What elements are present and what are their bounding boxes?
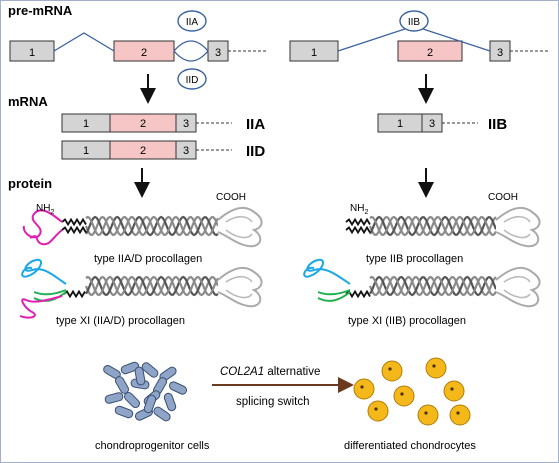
telopeptide xyxy=(345,225,371,235)
n-propeptide xyxy=(21,258,67,285)
exon-2-label: 2 xyxy=(140,118,146,130)
nh2-label-right: NH2 xyxy=(350,203,368,216)
c-propeptide xyxy=(217,206,263,248)
exon-2-label: 2 xyxy=(140,145,146,157)
section-protein: protein xyxy=(8,176,52,191)
cell-icon xyxy=(381,360,403,382)
cell-icon xyxy=(168,381,188,395)
nucleus xyxy=(432,364,436,368)
cooh-label-left: COOH xyxy=(216,192,246,203)
c-propeptide xyxy=(495,266,541,308)
splice-2-3-top xyxy=(173,40,209,52)
mrna-label-iia: IIA xyxy=(246,116,265,133)
exon-3-label: 3 xyxy=(497,47,503,59)
n-propeptide xyxy=(303,258,351,285)
n-propeptide xyxy=(22,209,63,246)
right-pre-mrna: 1 2 3 IIB xyxy=(289,10,550,62)
section-pre-mrna: pre-mRNA xyxy=(8,3,73,18)
cell-icon xyxy=(393,385,415,407)
left-mrna-iia: 1 2 3 IIA xyxy=(61,113,265,133)
nucleus xyxy=(424,411,428,415)
exon-3-label: 3 xyxy=(183,118,189,130)
exon-1-label: 1 xyxy=(29,47,35,59)
left-pre-mrna: 1 2 3 IIA IID xyxy=(9,10,268,90)
mrna-label-iid: IID xyxy=(246,143,265,160)
cell-icon xyxy=(449,404,471,426)
cell-icon xyxy=(104,392,124,404)
collagen-helix-icon xyxy=(84,215,220,237)
c-propeptide xyxy=(217,266,263,308)
bubble-iia-label: IIA xyxy=(186,17,199,28)
cell-icon xyxy=(114,405,134,419)
cell-icon xyxy=(353,378,375,400)
nucleus xyxy=(456,411,460,415)
right-mrna-iib: 1 3 IIB xyxy=(377,113,507,133)
nucleus xyxy=(450,387,454,391)
bubble-iia xyxy=(177,10,207,32)
protein-left-bottom: type XI (IIA/D) procollagen xyxy=(56,315,185,327)
protein-right-bottom: type XI (IIB) procollagen xyxy=(348,315,466,327)
switch-line2: splicing switch xyxy=(236,396,310,408)
cell-icon xyxy=(443,380,465,402)
nucleus xyxy=(400,392,404,396)
exon-1-label: 1 xyxy=(83,118,89,130)
exon-1-label: 1 xyxy=(311,47,317,59)
cell-icon xyxy=(367,400,389,422)
bubble-iid-label: IID xyxy=(186,75,199,86)
cell-icon xyxy=(134,366,146,386)
n-propeptide xyxy=(33,289,67,302)
telopeptide xyxy=(63,289,86,299)
splice-2-3-bottom xyxy=(173,50,209,62)
nucleus xyxy=(374,407,378,411)
exon-1-label: 1 xyxy=(83,145,89,157)
collagen-helix-icon xyxy=(84,275,220,297)
protein-layer xyxy=(19,206,541,319)
cell-icon xyxy=(153,406,171,422)
splice-1-2 xyxy=(53,32,115,52)
collagen-helix-icon xyxy=(368,275,498,297)
telopeptide xyxy=(61,217,87,227)
cooh-label-right: COOH xyxy=(488,192,518,203)
differentiated-chondrocytes xyxy=(353,357,471,426)
n-propeptide xyxy=(19,295,63,319)
bubble-iib-label: IIB xyxy=(408,17,421,28)
protein-left-top: type IIA/D procollagen xyxy=(94,253,202,265)
label-chondrocytes: differentiated chondrocytes xyxy=(344,440,476,452)
bubble-iid xyxy=(177,68,207,90)
cell-icon xyxy=(163,392,177,412)
exon-3-label: 3 xyxy=(215,47,221,59)
cell-icon xyxy=(141,362,159,378)
left-mrna-iid: 1 2 3 IID xyxy=(61,140,265,160)
telopeptide xyxy=(345,217,371,227)
nucleus xyxy=(360,385,364,389)
nh2-label-left: NH2 xyxy=(36,203,54,216)
exon-2-label: 2 xyxy=(141,47,147,59)
switch-line1: COL2A1 alternative xyxy=(220,366,320,378)
cell-icon xyxy=(417,404,439,426)
cell-icon xyxy=(120,361,140,375)
chondroprogenitor-cells xyxy=(103,361,188,422)
n-propeptide xyxy=(317,289,351,302)
cell-icon xyxy=(115,376,129,394)
telopeptide xyxy=(61,225,87,235)
cell-icon xyxy=(143,394,157,414)
mrna-label-iib: IIB xyxy=(488,116,507,133)
nucleus xyxy=(388,367,392,371)
exon-2 xyxy=(397,40,463,62)
cell-icon xyxy=(123,391,141,409)
protein-right-top: type IIB procollagen xyxy=(366,253,463,265)
exon-3-label: 3 xyxy=(183,145,189,157)
exon-3-label: 3 xyxy=(429,118,435,130)
exon-2-label: 2 xyxy=(427,47,433,59)
section-mrna: mRNA xyxy=(8,94,48,109)
exon-1-label: 1 xyxy=(397,118,403,130)
bubble-iib xyxy=(399,10,429,32)
c-propeptide xyxy=(495,206,541,248)
label-chondroprogenitor: chondroprogenitor cells xyxy=(95,440,210,452)
cell-icon xyxy=(425,357,447,379)
collagen-helix-icon xyxy=(368,215,498,237)
